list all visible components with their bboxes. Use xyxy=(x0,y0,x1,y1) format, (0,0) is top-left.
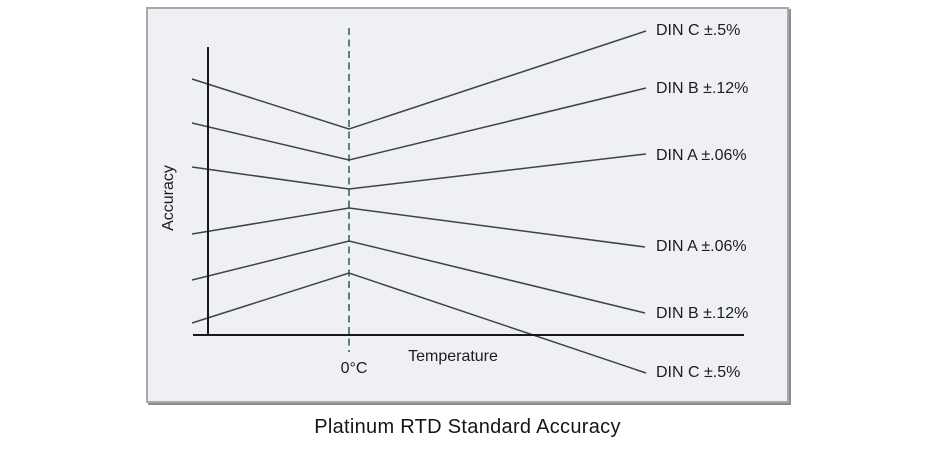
series-label-din-a-upper: DIN A ±.06% xyxy=(656,147,747,164)
series-label-din-b-upper: DIN B ±.12% xyxy=(656,80,749,97)
series-label-din-b-lower: DIN B ±.12% xyxy=(656,305,749,322)
series-label-din-c-upper: DIN C ±.5% xyxy=(656,22,741,39)
chart-panel xyxy=(146,7,789,403)
x-tick-label-0c: 0°C xyxy=(340,360,368,377)
y-axis-label: Accuracy xyxy=(160,165,177,231)
series-label-din-c-lower: DIN C ±.5% xyxy=(656,364,741,381)
x-axis-label: Temperature xyxy=(408,348,498,365)
series-label-din-a-lower: DIN A ±.06% xyxy=(656,238,747,255)
figure-caption: Platinum RTD Standard Accuracy xyxy=(314,416,621,438)
